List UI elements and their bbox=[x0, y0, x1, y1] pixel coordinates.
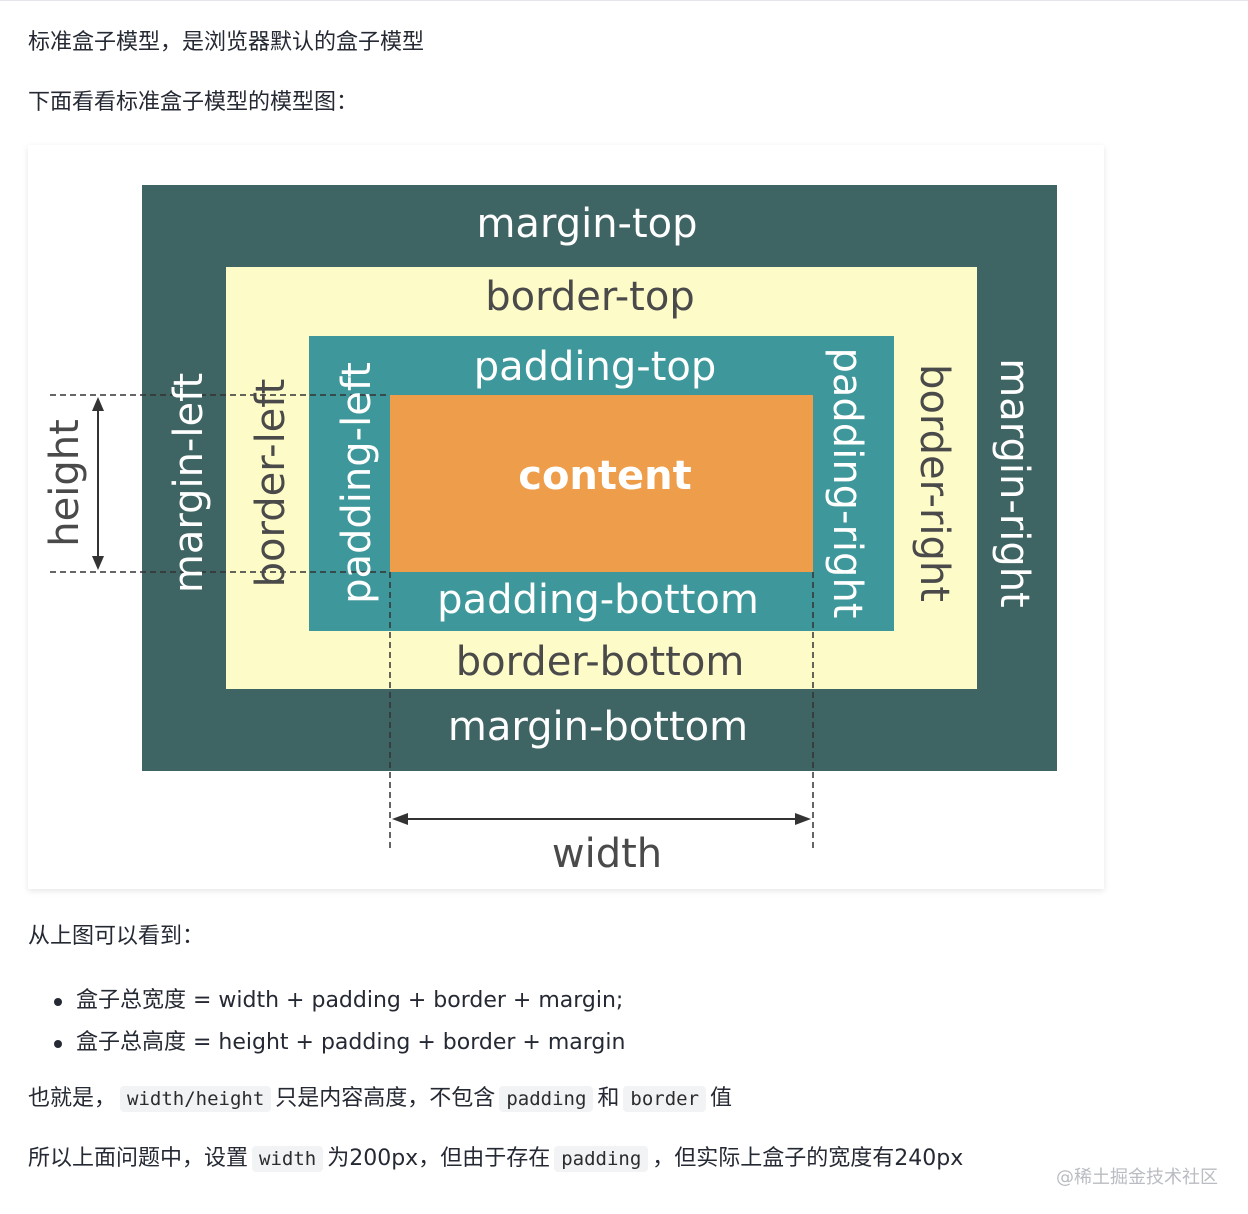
text-span: 也就是， bbox=[28, 1086, 117, 1111]
border-top-label: border-top bbox=[485, 274, 694, 320]
height-label: height bbox=[42, 419, 88, 547]
observe-text: 从上图可以看到： bbox=[28, 924, 205, 949]
height-arrow bbox=[92, 397, 104, 570]
lead-text: 下面看看标准盒子模型的模型图： bbox=[28, 90, 359, 115]
inline-code: padding bbox=[554, 1146, 649, 1172]
padding-bottom-label: padding-bottom bbox=[437, 577, 759, 623]
bullet-text: 盒子总高度 = height + padding + border + marg… bbox=[76, 1030, 626, 1055]
padding-left-label: padding-left bbox=[334, 362, 380, 604]
border-right-label: border-right bbox=[911, 364, 957, 602]
guide-lines bbox=[50, 394, 814, 850]
padding-top-label: padding-top bbox=[474, 344, 717, 390]
bullet-list: 盒子总宽度 = width + padding + border + margi… bbox=[50, 980, 625, 1064]
width-arrow bbox=[392, 813, 811, 825]
top-divider bbox=[0, 0, 1248, 1]
bullet-dot bbox=[54, 998, 62, 1006]
text-span: 值 bbox=[710, 1086, 733, 1111]
text-span: 和 bbox=[597, 1086, 620, 1111]
inline-code: width bbox=[252, 1146, 324, 1172]
inline-code: width/height bbox=[120, 1086, 272, 1112]
inline-code: padding bbox=[499, 1086, 594, 1112]
intro-text: 标准盒子模型，是浏览器默认的盒子模型 bbox=[28, 30, 425, 55]
watermark: @稀土掘金技术社区 bbox=[1056, 1167, 1218, 1188]
list-item: 盒子总宽度 = width + padding + border + margi… bbox=[50, 980, 625, 1022]
margin-right-label: margin-right bbox=[991, 358, 1037, 608]
border-left-label: border-left bbox=[248, 379, 294, 588]
content-label: content bbox=[518, 453, 692, 499]
padding-right-label: padding-right bbox=[824, 348, 870, 619]
box-model-figure: margin-top border-top padding-top conten… bbox=[28, 145, 1104, 889]
margin-top-label: margin-top bbox=[476, 201, 697, 247]
bullet-dot bbox=[54, 1040, 62, 1048]
content-area bbox=[390, 395, 813, 572]
margin-left-label: margin-left bbox=[166, 373, 212, 593]
text-span: ，但实际上盒子的宽度有240px bbox=[652, 1146, 964, 1171]
width-label: width bbox=[552, 831, 662, 877]
inline-code: border bbox=[623, 1086, 707, 1112]
text-span: 为200px，但由于存在 bbox=[327, 1146, 551, 1171]
bullet-text: 盒子总宽度 = width + padding + border + margi… bbox=[76, 988, 624, 1013]
text-span: 只是内容高度，不包含 bbox=[275, 1086, 496, 1111]
box-model-diagram: margin-top border-top padding-top conten… bbox=[42, 185, 1057, 877]
text-span: 所以上面问题中，设置 bbox=[28, 1146, 249, 1171]
border-bottom-label: border-bottom bbox=[456, 639, 745, 685]
list-item: 盒子总高度 = height + padding + border + marg… bbox=[50, 1022, 625, 1064]
margin-bottom-label: margin-bottom bbox=[448, 704, 748, 750]
